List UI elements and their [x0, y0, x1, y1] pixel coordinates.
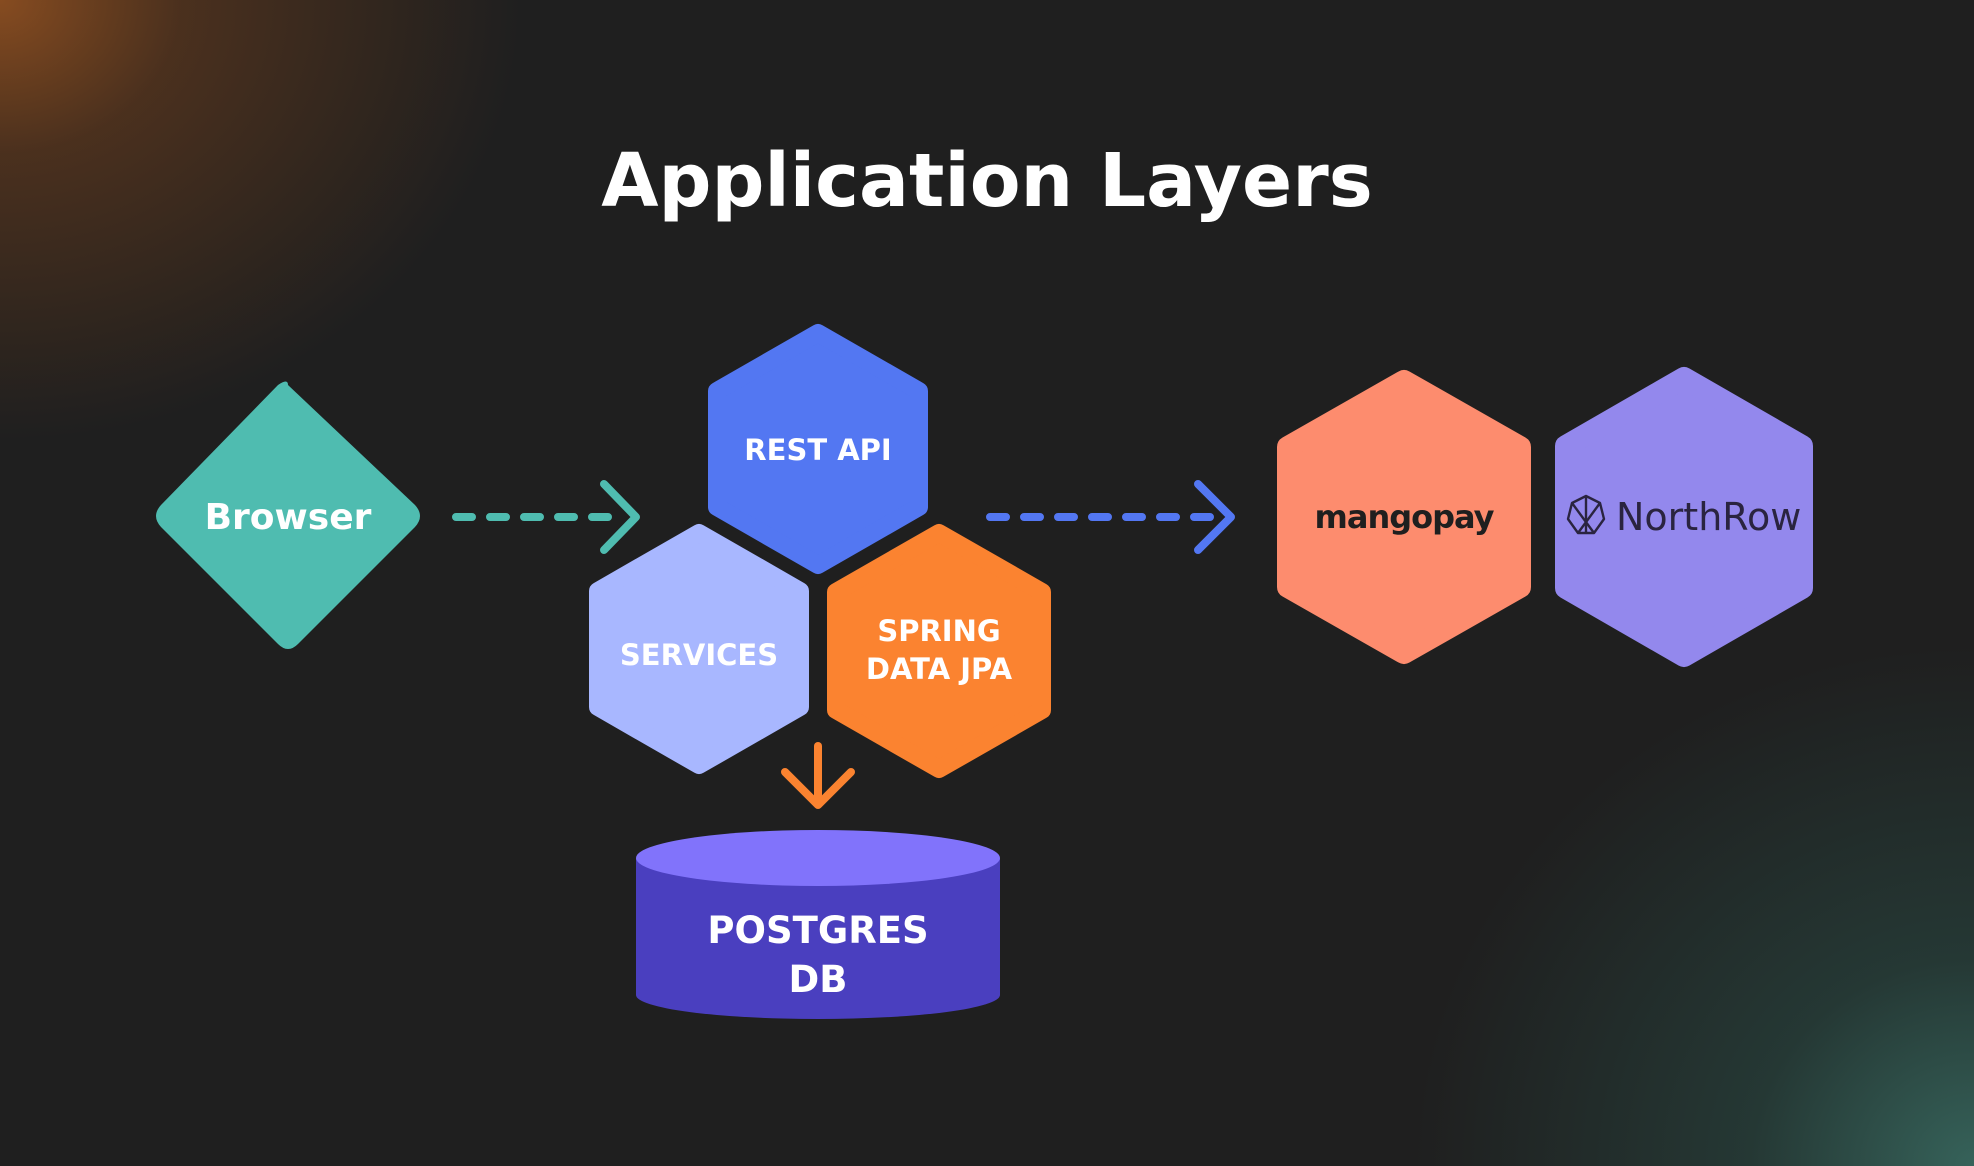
northrow-logo-icon	[1566, 494, 1606, 535]
services-hexagon	[589, 524, 809, 774]
rest-api-hexagon	[708, 324, 928, 574]
postgres-db-body	[636, 858, 1000, 1019]
arrow-api-to-external	[986, 480, 1235, 554]
postgres-db-node: POSTGRES DB	[636, 830, 1000, 1019]
diagram-title: Application Layers	[601, 138, 1373, 224]
northrow-hexagon	[1555, 367, 1813, 667]
arrow-jpa-to-db-head	[781, 768, 855, 809]
spring-data-jpa-label-line2: DATA JPA	[866, 652, 1013, 686]
arrow-jpa-to-db	[781, 742, 855, 809]
postgres-db-label-line1: POSTGRES	[707, 909, 928, 952]
mangopay-hexagon	[1277, 370, 1531, 664]
browser-node: Browser	[156, 381, 420, 649]
services-label: SERVICES	[620, 638, 778, 672]
northrow-logo-text: NorthRow	[1616, 495, 1801, 539]
spring-data-jpa-hexagon	[827, 524, 1051, 778]
rest-api-label: REST API	[744, 433, 891, 467]
mangopay-node: mangopay	[1277, 370, 1531, 664]
services-node: SERVICES	[589, 524, 809, 774]
arrow-browser-to-api	[452, 480, 640, 554]
spring-data-jpa-node: SPRING DATA JPA	[827, 524, 1051, 778]
mangopay-logo: mangopay	[1315, 498, 1495, 536]
rest-api-node: REST API	[708, 324, 928, 574]
arrow-browser-to-api-head	[600, 480, 640, 554]
browser-label: Browser	[205, 497, 372, 538]
northrow-node: NorthRow	[1555, 367, 1813, 667]
spring-data-jpa-label-line1: SPRING	[877, 614, 1000, 648]
browser-diamond	[156, 381, 420, 649]
postgres-db-top	[636, 830, 1000, 886]
postgres-db-label-line2: DB	[789, 958, 848, 1001]
arrow-api-to-external-head	[1194, 480, 1235, 554]
